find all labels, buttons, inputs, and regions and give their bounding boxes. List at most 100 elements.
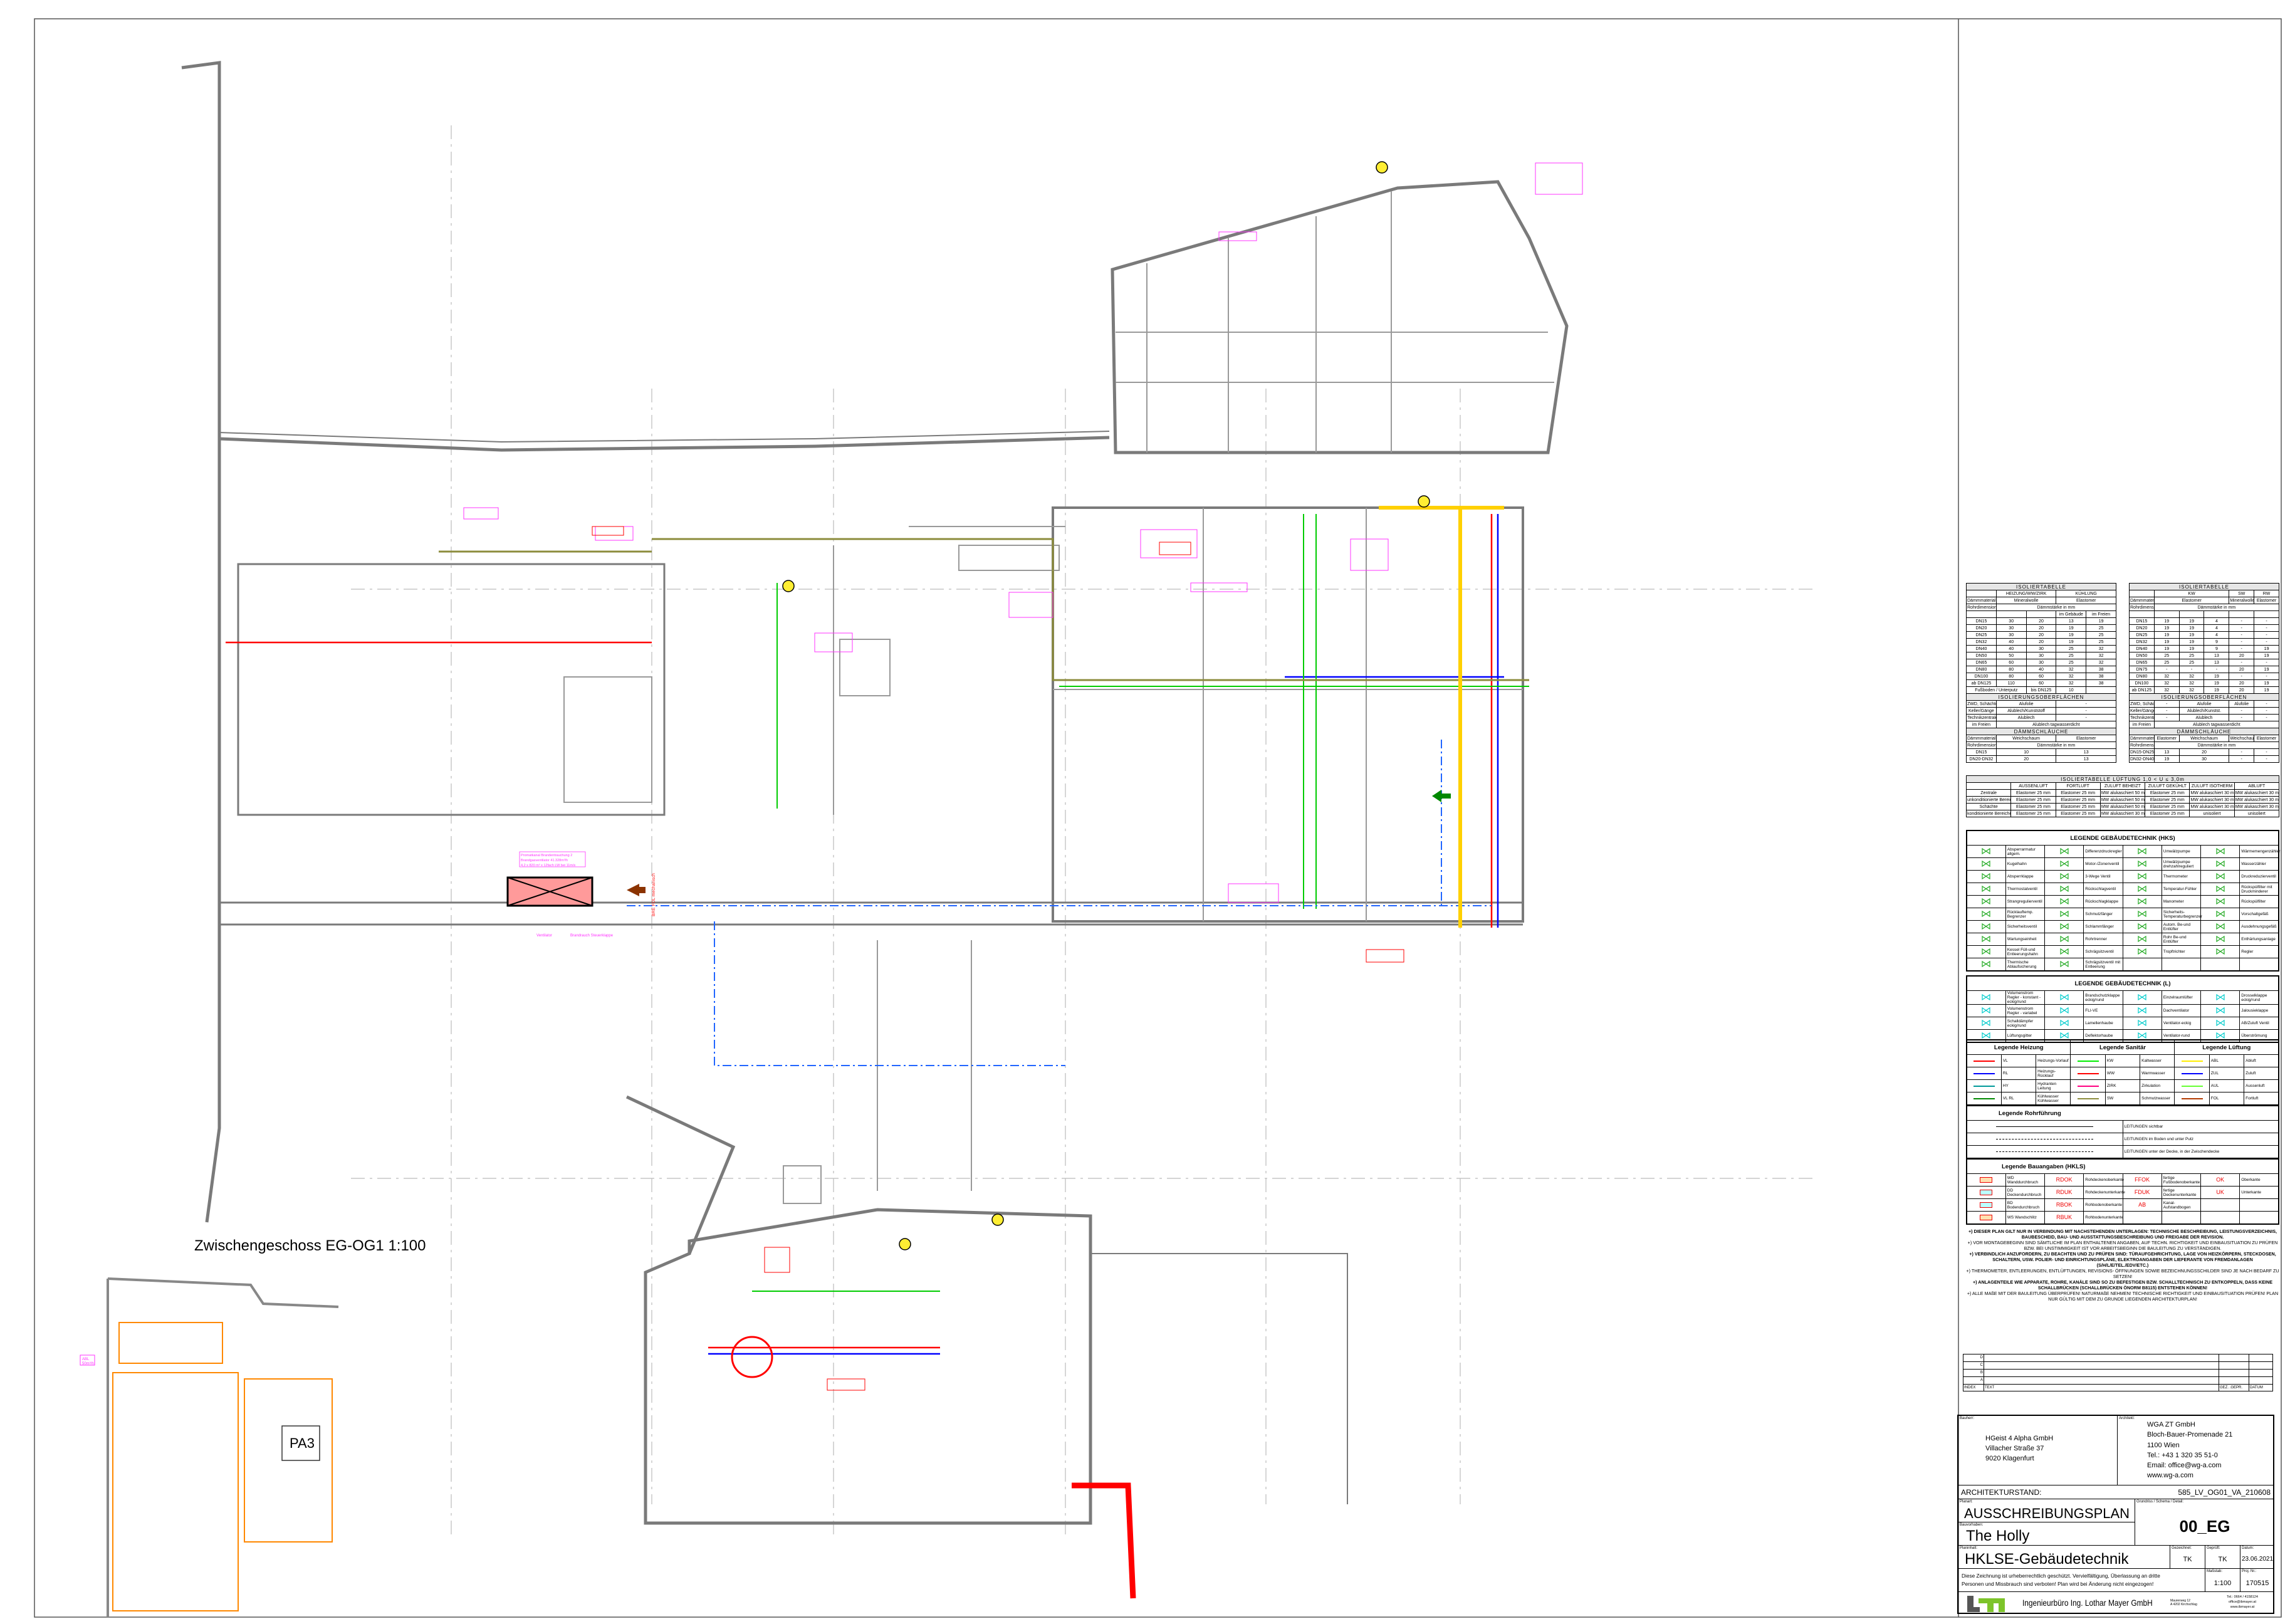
bauherr-name: HGeist 4 Alpha GmbH bbox=[1985, 1435, 2054, 1442]
note-paragraph: +) THERMOMETER, ENTLEERUNGEN, ENTLÜFTUNG… bbox=[1966, 1268, 2279, 1279]
table-cell: KÜHLUNG bbox=[2056, 590, 2116, 597]
legend-symbol-cell bbox=[2122, 895, 2162, 908]
legend-l: LEGENDE GEBÄUDETECHNIK (L)Volumenstrom R… bbox=[1966, 975, 2279, 1043]
legend-item-label: Ventilator-eckig bbox=[2161, 1017, 2202, 1030]
legend-symbol-cell bbox=[2122, 870, 2162, 883]
table-cell: Elastomer bbox=[2254, 597, 2279, 604]
architekt-email[interactable]: Email: office@wg-a.com bbox=[2147, 1462, 2222, 1470]
table-cell: DN65 bbox=[1966, 659, 1997, 666]
bau-abbrev: OK bbox=[2216, 1176, 2225, 1183]
projnr-value: 170515 bbox=[2245, 1579, 2269, 1587]
table-row: ISOLIERUNGSOBERFLÄCHEN bbox=[2129, 693, 2279, 701]
legend-row: Absperrarmatur allgem.Differenzdruckregl… bbox=[1966, 845, 2280, 858]
media-legend-title: Legende Sanitär bbox=[2070, 1039, 2175, 1055]
grundriss-value: 00_EG bbox=[2179, 1517, 2230, 1536]
legend-symbol-icon bbox=[2138, 872, 2146, 879]
legend-symbol-cell bbox=[2044, 920, 2084, 933]
legend-item-label: Einzelraumlüfter bbox=[2161, 990, 2202, 1005]
revision-index: A bbox=[1963, 1376, 1984, 1385]
bau-abbrev: FDUK bbox=[2134, 1189, 2150, 1195]
legend-symbol-icon bbox=[2060, 948, 2069, 955]
table-cell: 20 bbox=[2229, 679, 2255, 687]
table-cell bbox=[2178, 610, 2205, 618]
legend-symbol-cell bbox=[2044, 870, 2084, 883]
legend-symbol-cell bbox=[2044, 895, 2084, 908]
table-cell: 30 bbox=[1995, 624, 2027, 632]
legend-symbol-cell bbox=[1966, 908, 2006, 921]
title-block: Bauherr: HGeist 4 Alpha GmbH Villacher S… bbox=[1957, 1415, 2274, 1614]
table-cell: - bbox=[2229, 659, 2255, 666]
bau-abbrev: RBOK bbox=[2056, 1202, 2073, 1208]
legend-symbol-icon bbox=[1982, 885, 1990, 892]
legend-symbol-icon bbox=[2060, 847, 2069, 854]
table-cell: MW alukaschiert 30 mm bbox=[2234, 796, 2280, 804]
table-cell: 60 bbox=[1995, 659, 2027, 666]
table-cell bbox=[2086, 686, 2116, 694]
company-website[interactable]: www.ibmayer.at bbox=[2230, 1605, 2255, 1609]
legend-symbol-icon bbox=[1982, 960, 1990, 967]
legend-item-label: Rohr Be-und Entlüfter bbox=[2161, 933, 2202, 946]
green-arrow-icon bbox=[1432, 790, 1451, 802]
shaft-markers bbox=[782, 161, 1430, 1250]
legend-symbol-cell bbox=[2200, 933, 2240, 946]
table-cell: 80 bbox=[1995, 666, 2027, 673]
abl-label: ABL bbox=[82, 1358, 90, 1361]
legend-symbol-icon bbox=[2138, 1019, 2146, 1026]
revision-row: A bbox=[1963, 1376, 2273, 1385]
company-email[interactable]: office@ibmayer.at bbox=[2228, 1600, 2256, 1604]
table-cell: Dämmstärke in mm bbox=[2153, 604, 2280, 611]
datum-label: Datum: bbox=[2242, 1546, 2254, 1550]
media-code: ZUL bbox=[2209, 1067, 2245, 1080]
massstab-label: Maßstab: bbox=[2207, 1569, 2223, 1573]
table-cell: 32 bbox=[2056, 673, 2087, 680]
table-cell: 32 bbox=[2153, 686, 2180, 694]
rohr-label: LEITUNGEN im Boden und unter Putz bbox=[2122, 1133, 2279, 1146]
table-row: DÄMMSCHLÄUCHE bbox=[2129, 728, 2279, 735]
table-cell: RW bbox=[2254, 590, 2279, 597]
walls bbox=[181, 61, 1569, 1525]
table-cell: 32 bbox=[2056, 679, 2087, 687]
table-cell: 19 bbox=[2056, 638, 2087, 646]
table-cell: DN32 bbox=[2129, 638, 2155, 646]
table-cell: - bbox=[2229, 755, 2255, 763]
table-cell: Dämmmaterial bbox=[1966, 597, 1997, 604]
table-row: ISOLIERUNGSOBERFLÄCHEN bbox=[1966, 693, 2116, 701]
revision-datum bbox=[2249, 1376, 2273, 1385]
table-cell: Dämmmaterial bbox=[1966, 735, 1997, 742]
bau-description bbox=[2161, 1211, 2202, 1225]
legend-item-label: Druckreduzierventil bbox=[2239, 870, 2279, 883]
legend-item-label: Absperrarmatur allgem. bbox=[2005, 845, 2046, 858]
table-cell: - bbox=[2204, 666, 2230, 673]
projnr-label: Proj. Nr.: bbox=[2242, 1569, 2257, 1573]
legend-symbol-icon bbox=[2138, 923, 2146, 930]
line-swatch bbox=[1973, 1072, 1995, 1074]
bauvorhaben-label: Bauvorhaben: bbox=[1960, 1523, 1984, 1527]
legend-symbol-icon bbox=[2060, 898, 2069, 904]
media-name: Schmutzwasser bbox=[2140, 1092, 2175, 1106]
table-cell: Elastomer 25 mm bbox=[2145, 789, 2190, 797]
architekt-website[interactable]: www.wg-a.com bbox=[2147, 1472, 2193, 1480]
table-cell bbox=[2026, 610, 2057, 618]
legend-symbol-cell bbox=[1966, 958, 2006, 972]
media-code: SW bbox=[2104, 1092, 2141, 1106]
legend-symbol-icon bbox=[2060, 1007, 2069, 1014]
table-cell: 13 bbox=[2204, 652, 2230, 659]
bau-abbrev-cell: UK bbox=[2200, 1186, 2240, 1199]
legend-symbol-cell bbox=[2122, 908, 2162, 921]
legend-item-label: Schlammfänger bbox=[2083, 920, 2123, 933]
table-cell: DN32-DN40 bbox=[2129, 755, 2155, 763]
line-swatch bbox=[2077, 1072, 2099, 1074]
